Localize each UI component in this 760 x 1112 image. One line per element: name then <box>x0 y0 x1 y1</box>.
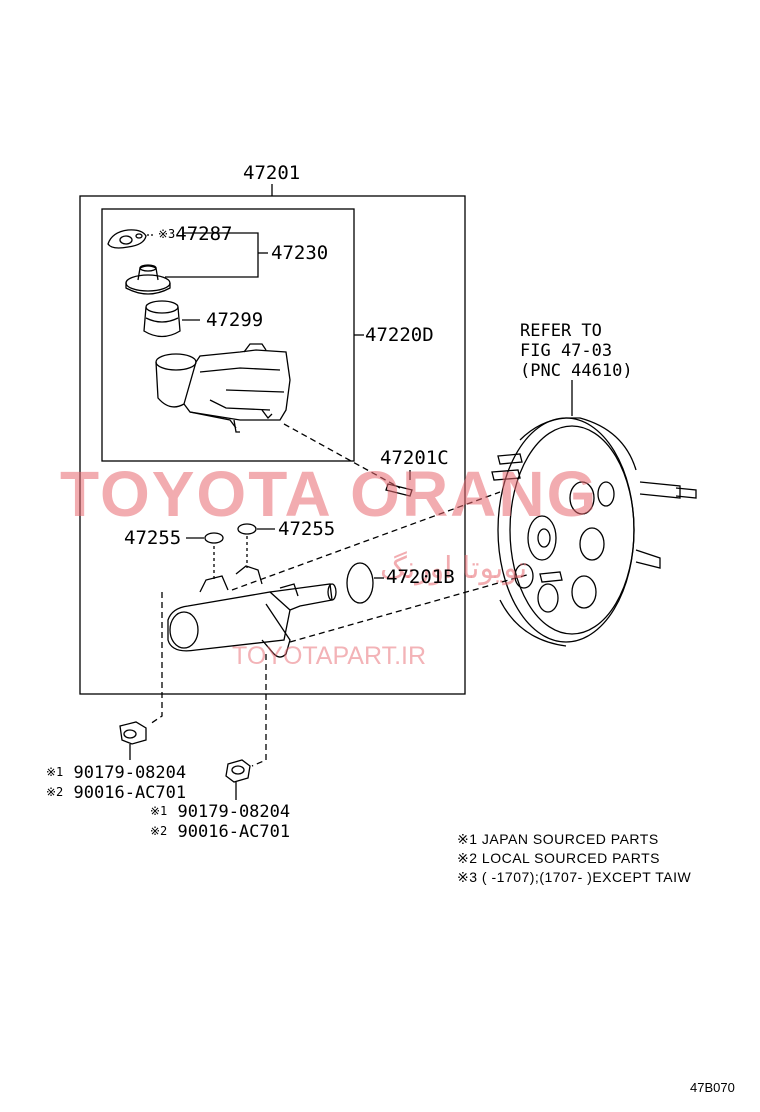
nut-left-part-1: ※1 90179-08204 <box>46 763 187 783</box>
figure-code: 47B070 <box>690 1080 735 1095</box>
callout-47201: 47201 <box>243 162 301 184</box>
pin-icon <box>385 470 413 497</box>
footnote-1: ※1 JAPAN SOURCED PARTS <box>457 831 659 847</box>
nut-right-part-1: ※1 90179-08204 <box>150 802 291 822</box>
refer-line-1: REFER TO <box>520 321 602 341</box>
reservoir-cap-icon <box>125 264 171 295</box>
watermark-persian: تویوتا اورنگ <box>380 551 528 586</box>
watermark-brand: TOYOTA ORANG <box>60 458 599 530</box>
refer-line-3: (PNC 44610) <box>520 361 633 381</box>
footnote-2: ※2 LOCAL SOURCED PARTS <box>457 850 660 866</box>
nut-left-part-2: ※2 90016-AC701 <box>46 783 187 803</box>
callout-47255-left: 47255 <box>124 527 182 549</box>
master-cylinder-icon <box>167 536 337 658</box>
callout-47201c: 47201C <box>380 447 449 469</box>
callout-47230: 47230 <box>271 242 329 264</box>
callout-47287: ※347287 <box>158 223 233 245</box>
callout-47255-right: 47255 <box>278 518 336 540</box>
brake-booster-icon <box>491 417 697 647</box>
reservoir-tank-icon <box>155 343 291 433</box>
grommet-icon <box>143 300 200 338</box>
watermark-site: TOYOTAPART.IR <box>232 642 427 670</box>
nut-left-icon <box>119 721 147 760</box>
footnote-3: ※3 ( -1707);(1707- )EXCEPT TAIW <box>457 869 692 885</box>
gasket-icon <box>107 229 155 249</box>
oring-small-left-icon <box>204 532 224 544</box>
callout-47220d: 47220D <box>365 324 434 346</box>
assembly-box <box>79 195 466 695</box>
refer-line-2: FIG 47-03 <box>520 341 613 361</box>
nut-right-part-2: ※2 90016-AC701 <box>150 822 291 842</box>
oring-small-right-icon <box>237 523 257 535</box>
callout-47299: 47299 <box>206 309 264 331</box>
oring-large-icon <box>346 562 374 604</box>
note-mark-3: ※3 <box>158 227 176 241</box>
nut-right-icon <box>225 759 251 800</box>
callout-47201b: 47201B <box>386 566 455 588</box>
